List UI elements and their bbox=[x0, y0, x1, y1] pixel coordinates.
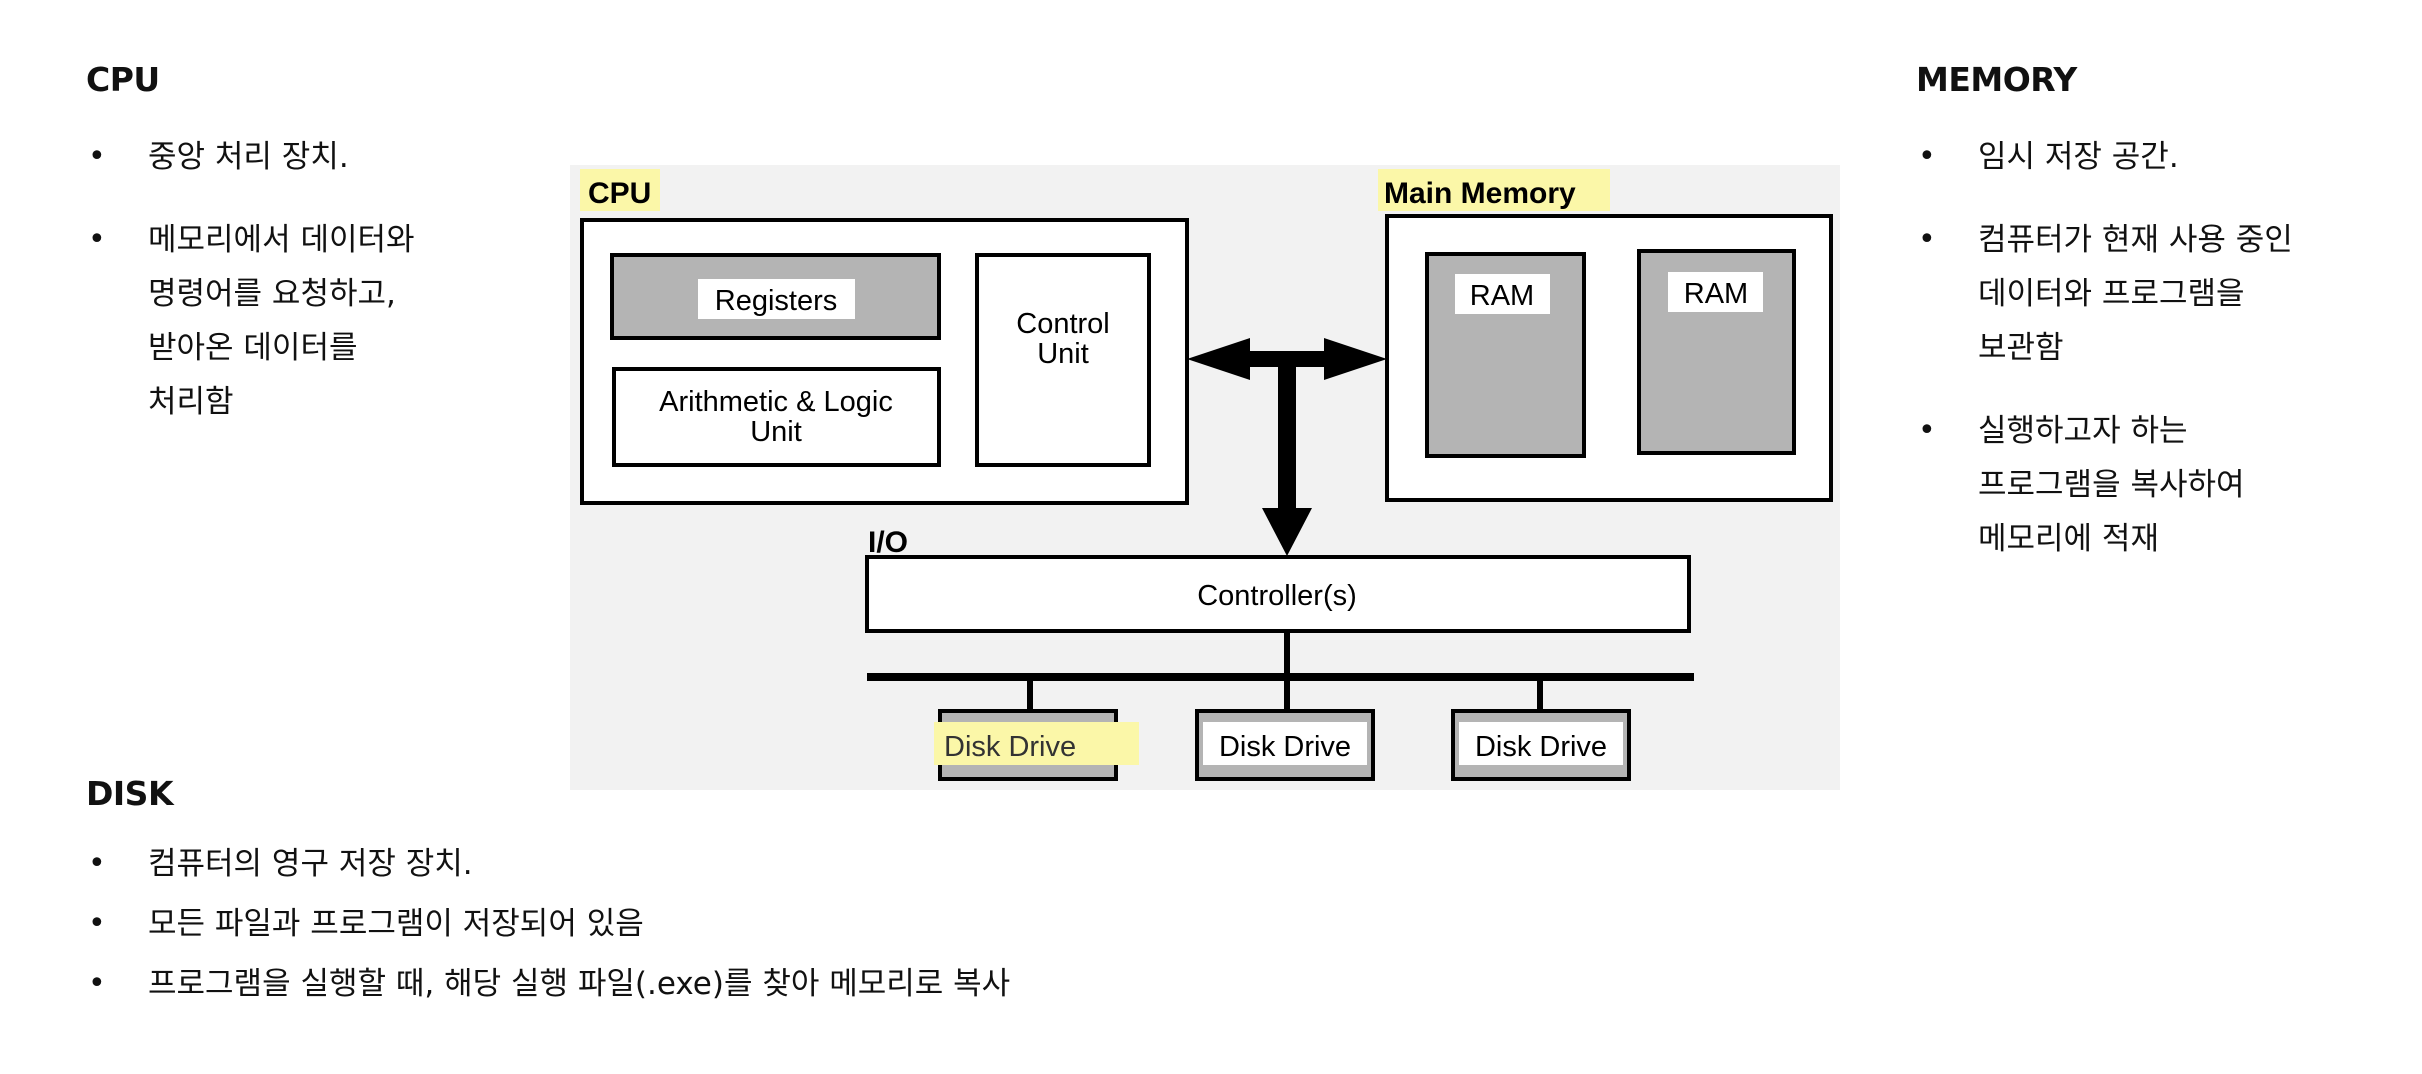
control-unit-label-line1: Control bbox=[1016, 308, 1110, 340]
alu-box bbox=[612, 367, 941, 467]
cpu-label-highlight bbox=[580, 169, 660, 211]
cpu-bullet-list: 중앙 처리 장치. 메모리에서 데이터와 명령어를 요청하고, 받아온 데이터를… bbox=[86, 130, 526, 458]
control-unit-label-line2: Unit bbox=[1037, 338, 1089, 370]
disk-bullet-list: 컴퓨터의 영구 저장 장치. 모든 파일과 프로그램이 저장되어 있음 프로그램… bbox=[86, 837, 1486, 1017]
computer-architecture-diagram: CPU Registers Arithmetic & Logic Unit Co… bbox=[570, 165, 1840, 790]
disk-drive-label-3: Disk Drive bbox=[1475, 731, 1607, 763]
memory-label-highlight bbox=[1378, 169, 1610, 211]
disk-bullet-2: 모든 파일과 프로그램이 저장되어 있음 bbox=[86, 897, 1486, 951]
ram-label-1: RAM bbox=[1470, 280, 1534, 312]
memory-bullet-list: 임시 저장 공간. 컴퓨터가 현재 사용 중인 데이터와 프로그램을 보관함 실… bbox=[1916, 130, 2396, 595]
vertical-io-arrow bbox=[1262, 361, 1312, 556]
disk-drive-label-2: Disk Drive bbox=[1219, 731, 1351, 763]
memory-section-title: MEMORY bbox=[1916, 60, 2077, 99]
registers-box bbox=[610, 253, 941, 340]
memory-label: Main Memory bbox=[1384, 177, 1576, 210]
alu-label-line2: Unit bbox=[750, 416, 802, 448]
disk-section-title: DISK bbox=[86, 774, 174, 813]
io-label: I/O bbox=[868, 526, 908, 559]
alu-label-line1: Arithmetic & Logic bbox=[659, 386, 893, 418]
disk-drive-2-label-bg bbox=[1203, 722, 1367, 765]
disk-bullet-3: 프로그램을 실행할 때, 해당 실행 파일(.exe)를 찾아 메모리로 복사 bbox=[86, 957, 1486, 1011]
ram-label-2: RAM bbox=[1684, 278, 1748, 310]
memory-bullet-3: 실행하고자 하는 프로그램을 복사하여 메모리에 적재 bbox=[1916, 404, 2396, 566]
control-unit-box bbox=[975, 253, 1151, 467]
cpu-bullet-1: 중앙 처리 장치. bbox=[86, 130, 526, 184]
ram-label-1-bg bbox=[1455, 274, 1550, 314]
disk-drive-1-highlight bbox=[934, 722, 1139, 765]
controller-label: Controller(s) bbox=[1197, 580, 1357, 612]
memory-bullet-2: 컴퓨터가 현재 사용 중인 데이터와 프로그램을 보관함 bbox=[1916, 213, 2396, 375]
controller-box bbox=[865, 555, 1691, 633]
cpu-label: CPU bbox=[588, 177, 651, 210]
cpu-bullet-2: 메모리에서 데이터와 명령어를 요청하고, 받아온 데이터를 처리함 bbox=[86, 213, 526, 429]
ram-label-2-bg bbox=[1668, 272, 1763, 312]
registers-label-bg bbox=[698, 279, 855, 319]
memory-bullet-1: 임시 저장 공간. bbox=[1916, 130, 2396, 184]
disk-drive-3-label-bg bbox=[1459, 722, 1623, 765]
disk-drive-label-1: Disk Drive bbox=[944, 731, 1076, 763]
bidirectional-bus-arrow bbox=[1187, 338, 1387, 380]
disk-bullet-1: 컴퓨터의 영구 저장 장치. bbox=[86, 837, 1486, 891]
cpu-section-title: CPU bbox=[86, 60, 160, 99]
registers-label: Registers bbox=[715, 285, 838, 317]
